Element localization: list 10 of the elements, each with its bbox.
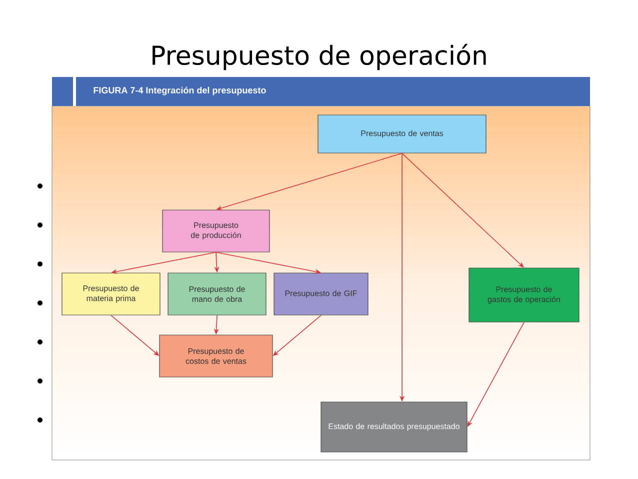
budget-box: Presupuesto de producción	[162, 210, 270, 252]
budget-box: Presupuesto de costos de ventas	[159, 334, 273, 378]
budget-box: Presupuesto de GIF	[274, 272, 368, 316]
budget-box: Presupuesto de mano de obra	[168, 272, 266, 316]
budget-box: Estado de resultados presupuestado	[320, 402, 468, 452]
budget-box: Presupuesto de ventas	[318, 114, 486, 154]
slide-title: Presupuesto de operación	[152, 44, 486, 70]
budget-box: Presupuesto de materia prima	[62, 272, 160, 316]
figure-heading: FIGURA 7-4 Integración del presupuesto	[94, 86, 266, 96]
budget-box: Presupuesto de gastos de operación	[468, 268, 580, 322]
